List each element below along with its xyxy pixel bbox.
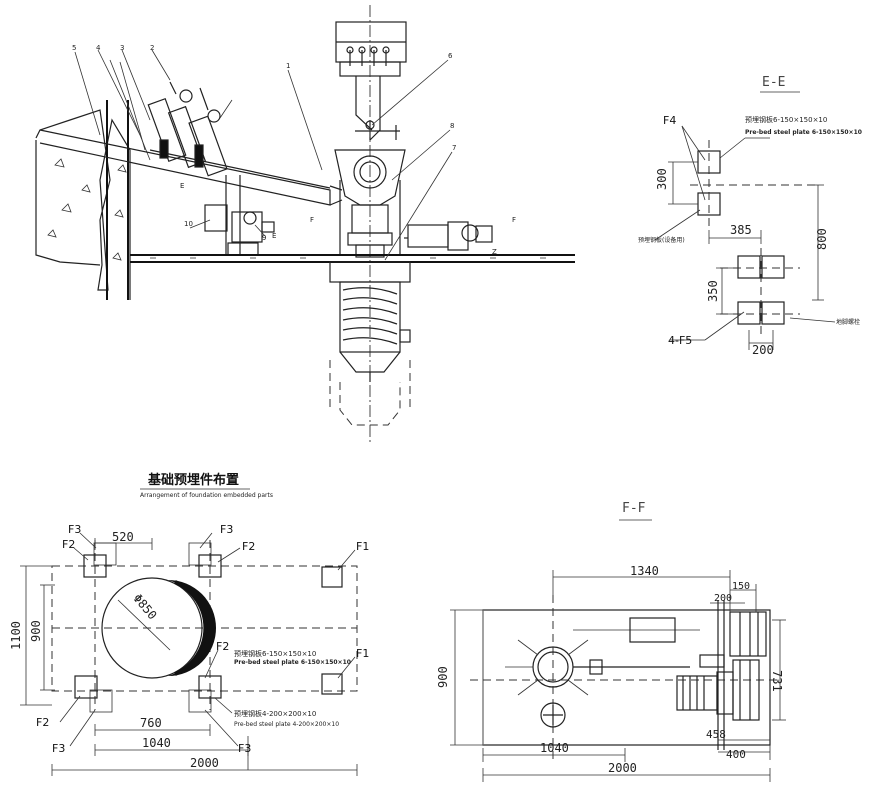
tag-f2-bottom-left: F2 [36, 716, 49, 729]
dim-520: 520 [112, 530, 134, 544]
dim-760: 760 [140, 716, 162, 730]
valve-assembly [147, 81, 228, 177]
ff-outlet-circle [540, 702, 566, 728]
foundation-diameter: Φ850 [130, 591, 159, 622]
main-elevation-view: 5 4 3 2 1 6 8 7 9 10 E E F F Z [35, 5, 575, 445]
ee-title: E-E [762, 75, 785, 90]
section-marker-e2: E [272, 232, 276, 240]
ff-dim-900: 900 [436, 666, 450, 688]
ff-dim-1040: 1040 [540, 741, 569, 755]
part-number-1: 1 [286, 62, 290, 70]
tag-f3-bottom-right: F3 [238, 742, 251, 755]
ff-vanes [505, 639, 589, 696]
plate1-label-en: Pre-bed steel plate 6-150×150×10 [234, 659, 351, 666]
silo-extension [329, 360, 411, 426]
ee-tag-f4: F4 [663, 114, 676, 127]
ff-gearbox [699, 600, 767, 750]
plate2-label-en: Pre-bed steel plate 4-200×200×10 [234, 721, 339, 728]
ee-plate-3 [737, 255, 761, 279]
foundation-circle [101, 577, 203, 679]
ff-dim-731: 731 [770, 670, 784, 692]
part-number-6: 6 [448, 52, 453, 60]
part-number-3: 3 [120, 44, 124, 52]
part-number-8: 8 [450, 122, 454, 130]
ee-plate-label-cn: 预埋钢板6-150×150×10 [745, 115, 827, 124]
part-number-5: 5 [72, 44, 76, 52]
ee-tag-4f5: 4-F5 [668, 334, 692, 347]
ff-dim-400: 400 [726, 748, 746, 761]
dim-900: 900 [29, 620, 43, 642]
dim-1040: 1040 [142, 736, 171, 750]
ff-dim-2000: 2000 [608, 761, 637, 775]
rock-hatching [47, 158, 127, 261]
plate-f1-top [321, 566, 343, 588]
mixing-vessel [334, 149, 406, 258]
tag-f3-bottom-left: F3 [52, 742, 65, 755]
dim-1100: 1100 [9, 621, 23, 650]
plate-f2-top-right [198, 554, 222, 578]
ee-view: E-E 300 385 800 350 200 [638, 75, 862, 357]
tag-f2-top-left: F2 [62, 538, 75, 551]
foundation-title-en: Arrangement of foundation embedded parts [140, 492, 273, 499]
ee-note-left: 预埋钢板(设备用) [638, 236, 685, 244]
ee-dim-350: 350 [706, 280, 720, 302]
ee-note-right: 地脚螺栓 [836, 318, 860, 326]
ee-dim-300: 300 [655, 168, 669, 190]
ee-plate-label-en: Pre-bed steel plate 6-150×150×10 [745, 129, 862, 136]
wall-outline [35, 109, 131, 300]
plate-f2-top-left [83, 554, 107, 578]
ee-plate-5 [737, 301, 761, 325]
ff-panel [629, 617, 676, 643]
part-number-9: 9 [262, 234, 266, 242]
plate1-label-cn: 预埋钢板6-150×150×10 [234, 649, 316, 658]
ff-view: F-F [436, 501, 786, 782]
leader-lines [74, 49, 453, 261]
ee-dim-385: 385 [730, 223, 752, 237]
tag-f3-top-left: F3 [68, 523, 81, 536]
hopper-top [335, 21, 407, 141]
ee-plate-6 [761, 301, 785, 325]
plate-f2-bottom-left [74, 675, 98, 699]
part-number-7: 7 [452, 144, 456, 152]
plate-f3-bottom-right [198, 675, 222, 699]
tag-f1-top: F1 [356, 540, 369, 553]
plate-f1-bottom [321, 673, 343, 695]
tag-f2-middle: F2 [216, 640, 229, 653]
lower-silo [329, 261, 411, 382]
ff-title: F-F [622, 501, 646, 516]
tag-f3-top-right: F3 [220, 523, 233, 536]
part-number-4: 4 [96, 44, 101, 52]
section-marker-e1: E [180, 182, 184, 190]
tag-f1-bottom: F1 [356, 647, 369, 660]
part-number-2: 2 [150, 44, 154, 52]
tag-f2-top-right: F2 [242, 540, 255, 553]
ff-dim-458: 458 [706, 728, 726, 741]
ee-plate-4 [761, 255, 785, 279]
foundation-view: 基础预埋件布置 Arrangement of foundation embedd… [9, 472, 369, 776]
ff-dim-200: 200 [714, 593, 732, 604]
foundation-title-cn: 基础预埋件布置 [147, 472, 239, 488]
ee-dim-800: 800 [815, 228, 829, 250]
plate2-label-cn: 预埋钢板4-200×200×10 [234, 709, 316, 718]
ff-dim-150: 150 [732, 581, 750, 592]
part-number-10: 10 [184, 220, 193, 228]
drive-unit [404, 221, 493, 251]
ff-dim-1340: 1340 [630, 564, 659, 578]
section-marker-f1: F [310, 216, 314, 224]
dim-2000: 2000 [190, 756, 219, 770]
section-marker-f2: F [512, 216, 516, 224]
ee-dim-200: 200 [752, 343, 774, 357]
support-stand [204, 175, 275, 256]
rock-outline [35, 140, 101, 266]
ground-mark: Z [492, 248, 497, 256]
conveyor-tube [39, 129, 331, 206]
ff-motor [676, 659, 760, 721]
